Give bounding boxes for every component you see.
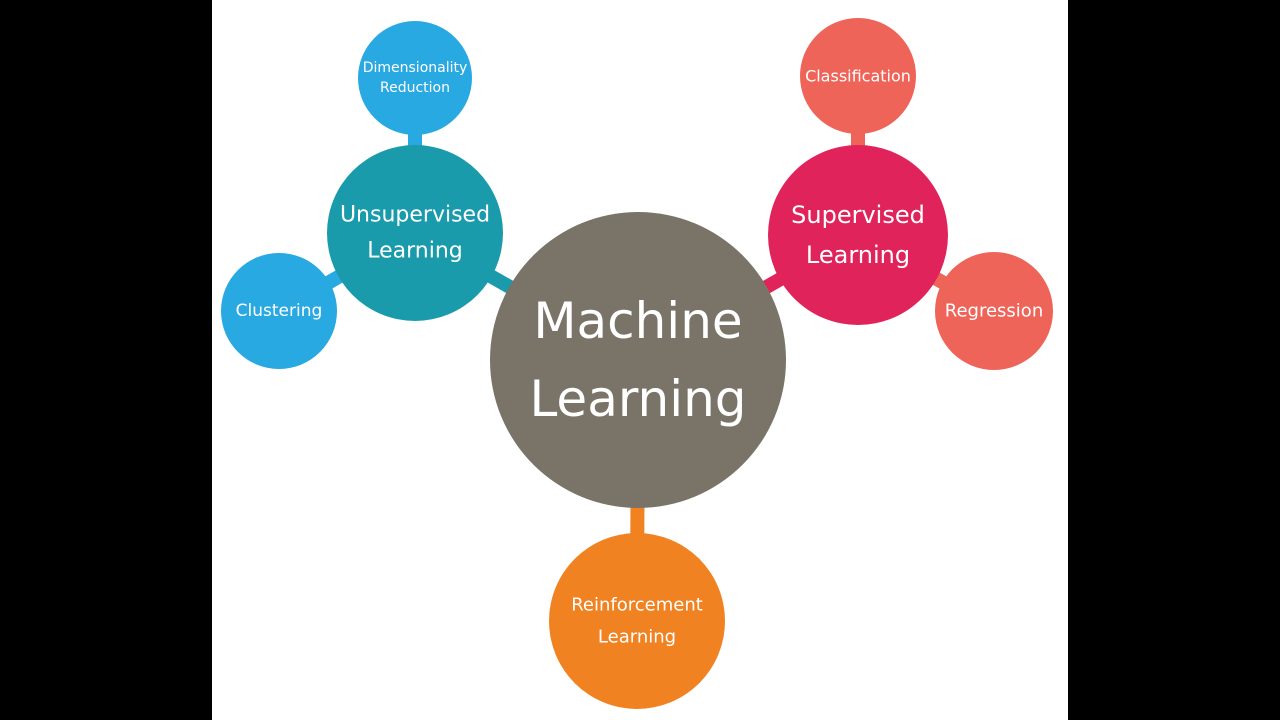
node-circle-supervised [768, 145, 948, 325]
node-clustering: Clustering [221, 253, 337, 369]
node-circle-center [490, 212, 786, 508]
node-label-unsupervised-line-2: Learning [367, 239, 463, 264]
nodes-layer: MachineLearningUnsupervisedLearningDimen… [221, 18, 1053, 709]
node-circle-reinforcement [549, 533, 725, 709]
node-label-center-line-2: Learning [529, 370, 746, 428]
node-circle-dimensionality-reduction [358, 21, 472, 135]
node-label-classification-line-1: Classification [805, 67, 911, 86]
node-label-dimensionality-reduction-line-1: Dimensionality [363, 60, 468, 76]
node-classification: Classification [800, 18, 916, 134]
node-label-dimensionality-reduction-line-2: Reduction [380, 80, 450, 96]
node-label-unsupervised-line-1: Unsupervised [340, 203, 490, 228]
node-circle-unsupervised [327, 145, 503, 321]
node-label-center-line-1: Machine [533, 292, 742, 350]
node-label-reinforcement-line-1: Reinforcement [571, 595, 703, 616]
node-circle-regression [935, 252, 1053, 370]
node-circle-classification [800, 18, 916, 134]
node-label-supervised-line-2: Learning [806, 241, 910, 269]
node-label-regression-line-1: Regression [945, 301, 1043, 322]
node-label-clustering-line-1: Clustering [236, 301, 323, 321]
node-label-supervised-line-1: Supervised [791, 201, 925, 229]
node-circle-clustering [221, 253, 337, 369]
node-label-reinforcement-line-2: Learning [598, 627, 676, 648]
node-regression: Regression [935, 252, 1053, 370]
